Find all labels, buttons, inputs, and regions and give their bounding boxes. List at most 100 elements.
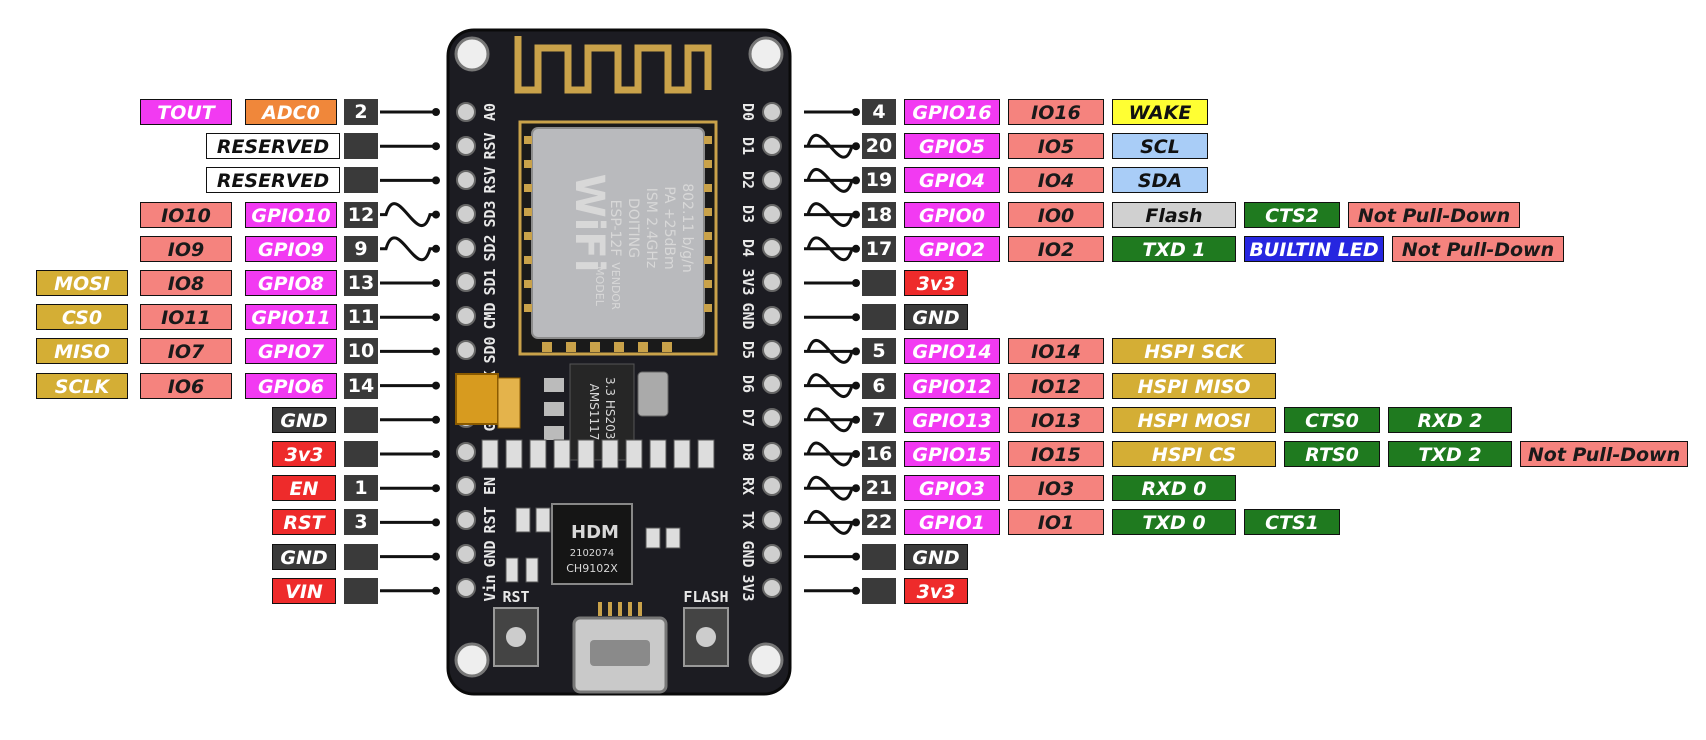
right-label-11-0: GPIO3: [904, 475, 1000, 502]
right-wire-4-end: [852, 244, 860, 253]
right-pin-number-6: [862, 304, 896, 331]
left-wire-14-end: [432, 586, 440, 595]
silk-pin-right-12: TX: [739, 511, 757, 529]
right-label-2-1: IO4: [1008, 167, 1104, 194]
right-pin-number-3: 18: [862, 201, 896, 228]
silk-pin-right-10: D8: [739, 443, 757, 461]
right-wire-2-end: [852, 176, 860, 185]
right-wire-12: [804, 510, 856, 535]
right-label-12-3: CTS1: [1244, 509, 1340, 536]
left-label-1-0: RESERVED: [206, 133, 340, 160]
left-pin-number-9: [344, 406, 378, 433]
left-label-3-0: GPIO10: [245, 201, 337, 228]
left-label-11-0: EN: [272, 475, 336, 502]
silk-pin-right-14: 3V3: [739, 574, 757, 601]
right-label-3-3: CTS2: [1244, 201, 1340, 228]
silk-pin-right-8: D6: [739, 375, 757, 393]
left-pin-number-8: 14: [344, 372, 378, 399]
right-label-4-2: TXD 1: [1112, 235, 1236, 262]
right-wire-11-end: [852, 484, 860, 493]
right-wire-1: [804, 133, 856, 159]
regulator-label-2: 3.3 HS2038: [603, 377, 617, 447]
mount-hole-icon: [748, 36, 784, 72]
module-line-1: ESP-12F: [607, 200, 623, 257]
right-label-10-3: RTS0: [1284, 441, 1380, 467]
silk-pin-right-1: D1: [739, 137, 757, 155]
right-label-4-0: GPIO2: [904, 235, 1000, 262]
nodemcu-board: WiFi ESP-12F DOITING ISM 2.4GHz PA +25dB…: [446, 28, 792, 696]
silk-pin-right-5: 3V3: [739, 268, 757, 295]
right-pin-number-12: 22: [862, 509, 896, 536]
right-label-9-4: RXD 2: [1388, 406, 1512, 433]
left-pin-number-10: [344, 441, 378, 467]
right-pin-number-11: 21: [862, 475, 896, 502]
left-wire-9-end: [432, 415, 440, 424]
silk-pin-left-4: SD2: [481, 234, 499, 261]
module-line-2: DOITING: [625, 198, 641, 258]
right-label-6-0: GND: [904, 304, 968, 331]
right-label-8-0: GPIO12: [904, 372, 1000, 399]
silk-pin-left-2: RSV: [481, 166, 499, 193]
silk-pin-left-11: EN: [481, 477, 499, 495]
module-vendor: VENDOR: [609, 262, 622, 310]
silk-pin-left-14: Vin: [481, 574, 499, 601]
left-wire-3: [380, 202, 436, 227]
right-label-7-0: GPIO14: [904, 338, 1000, 365]
left-wire-10-end: [432, 450, 440, 458]
right-label-7-2: HSPI SCK: [1112, 338, 1276, 365]
right-wire-0-end: [852, 108, 860, 116]
silk-pin-right-4: D4: [739, 239, 757, 257]
left-label-12-0: RST: [272, 509, 336, 536]
right-pin-number-8: 6: [862, 372, 896, 399]
left-pin-number-2: [344, 167, 378, 194]
regulator-label-1: AMS1117: [587, 384, 601, 441]
right-label-4-1: IO2: [1008, 235, 1104, 262]
rst-button-label: RST: [502, 588, 529, 606]
mount-hole-icon: [454, 642, 490, 678]
left-label-6-0: GPIO11: [245, 304, 337, 331]
right-label-10-0: GPIO15: [904, 441, 1000, 467]
left-pin-number-1: [344, 133, 378, 160]
left-label-7-1: IO7: [140, 338, 232, 365]
left-wire-3-end: [432, 210, 440, 219]
right-wire-7: [804, 339, 856, 364]
wifi-logo: WiFi: [566, 174, 612, 273]
right-label-1-0: GPIO5: [904, 133, 1000, 160]
right-wire-1-end: [852, 142, 860, 151]
right-label-10-2: HSPI CS: [1112, 441, 1276, 467]
left-pin-number-7: 10: [344, 338, 378, 365]
right-label-12-2: TXD 0: [1112, 509, 1236, 536]
left-label-13-0: GND: [272, 543, 336, 570]
right-label-9-0: GPIO13: [904, 406, 1000, 433]
silk-pin-right-6: GND: [739, 302, 757, 329]
mount-hole-icon: [454, 36, 490, 72]
right-label-5-0: 3v3: [904, 270, 968, 296]
module-line-4: PA +25dBm: [661, 186, 677, 269]
right-pin-number-0: 4: [862, 99, 896, 125]
tantalum-capacitor: [455, 373, 499, 425]
right-wire-8: [804, 373, 856, 398]
left-wire-12-end: [432, 518, 440, 527]
right-wire-9-end: [852, 415, 860, 424]
right-label-3-4: Not Pull-Down: [1348, 201, 1520, 228]
silk-pin-right-9: D7: [739, 409, 757, 427]
left-wire-7-end: [432, 347, 440, 356]
left-label-0-0: ADC0: [245, 99, 337, 125]
module-line-3: ISM 2.4GHz: [643, 188, 659, 269]
left-label-8-0: GPIO6: [245, 372, 337, 399]
left-label-8-1: IO6: [140, 372, 232, 399]
right-label-0-1: IO16: [1008, 99, 1104, 125]
left-label-5-2: MOSI: [36, 270, 128, 296]
left-label-4-0: GPIO9: [245, 235, 337, 262]
right-label-4-4: Not Pull-Down: [1392, 235, 1564, 262]
right-pin-number-5: [862, 270, 896, 296]
silk-pin-right-2: D2: [739, 171, 757, 189]
right-label-3-2: Flash: [1112, 201, 1236, 228]
silk-pin-left-7: SD0: [481, 336, 499, 363]
left-label-2-0: RESERVED: [206, 167, 340, 194]
flash-button-label: FLASH: [683, 588, 728, 606]
right-label-9-1: IO13: [1008, 406, 1104, 433]
right-pin-number-4: 17: [862, 235, 896, 262]
